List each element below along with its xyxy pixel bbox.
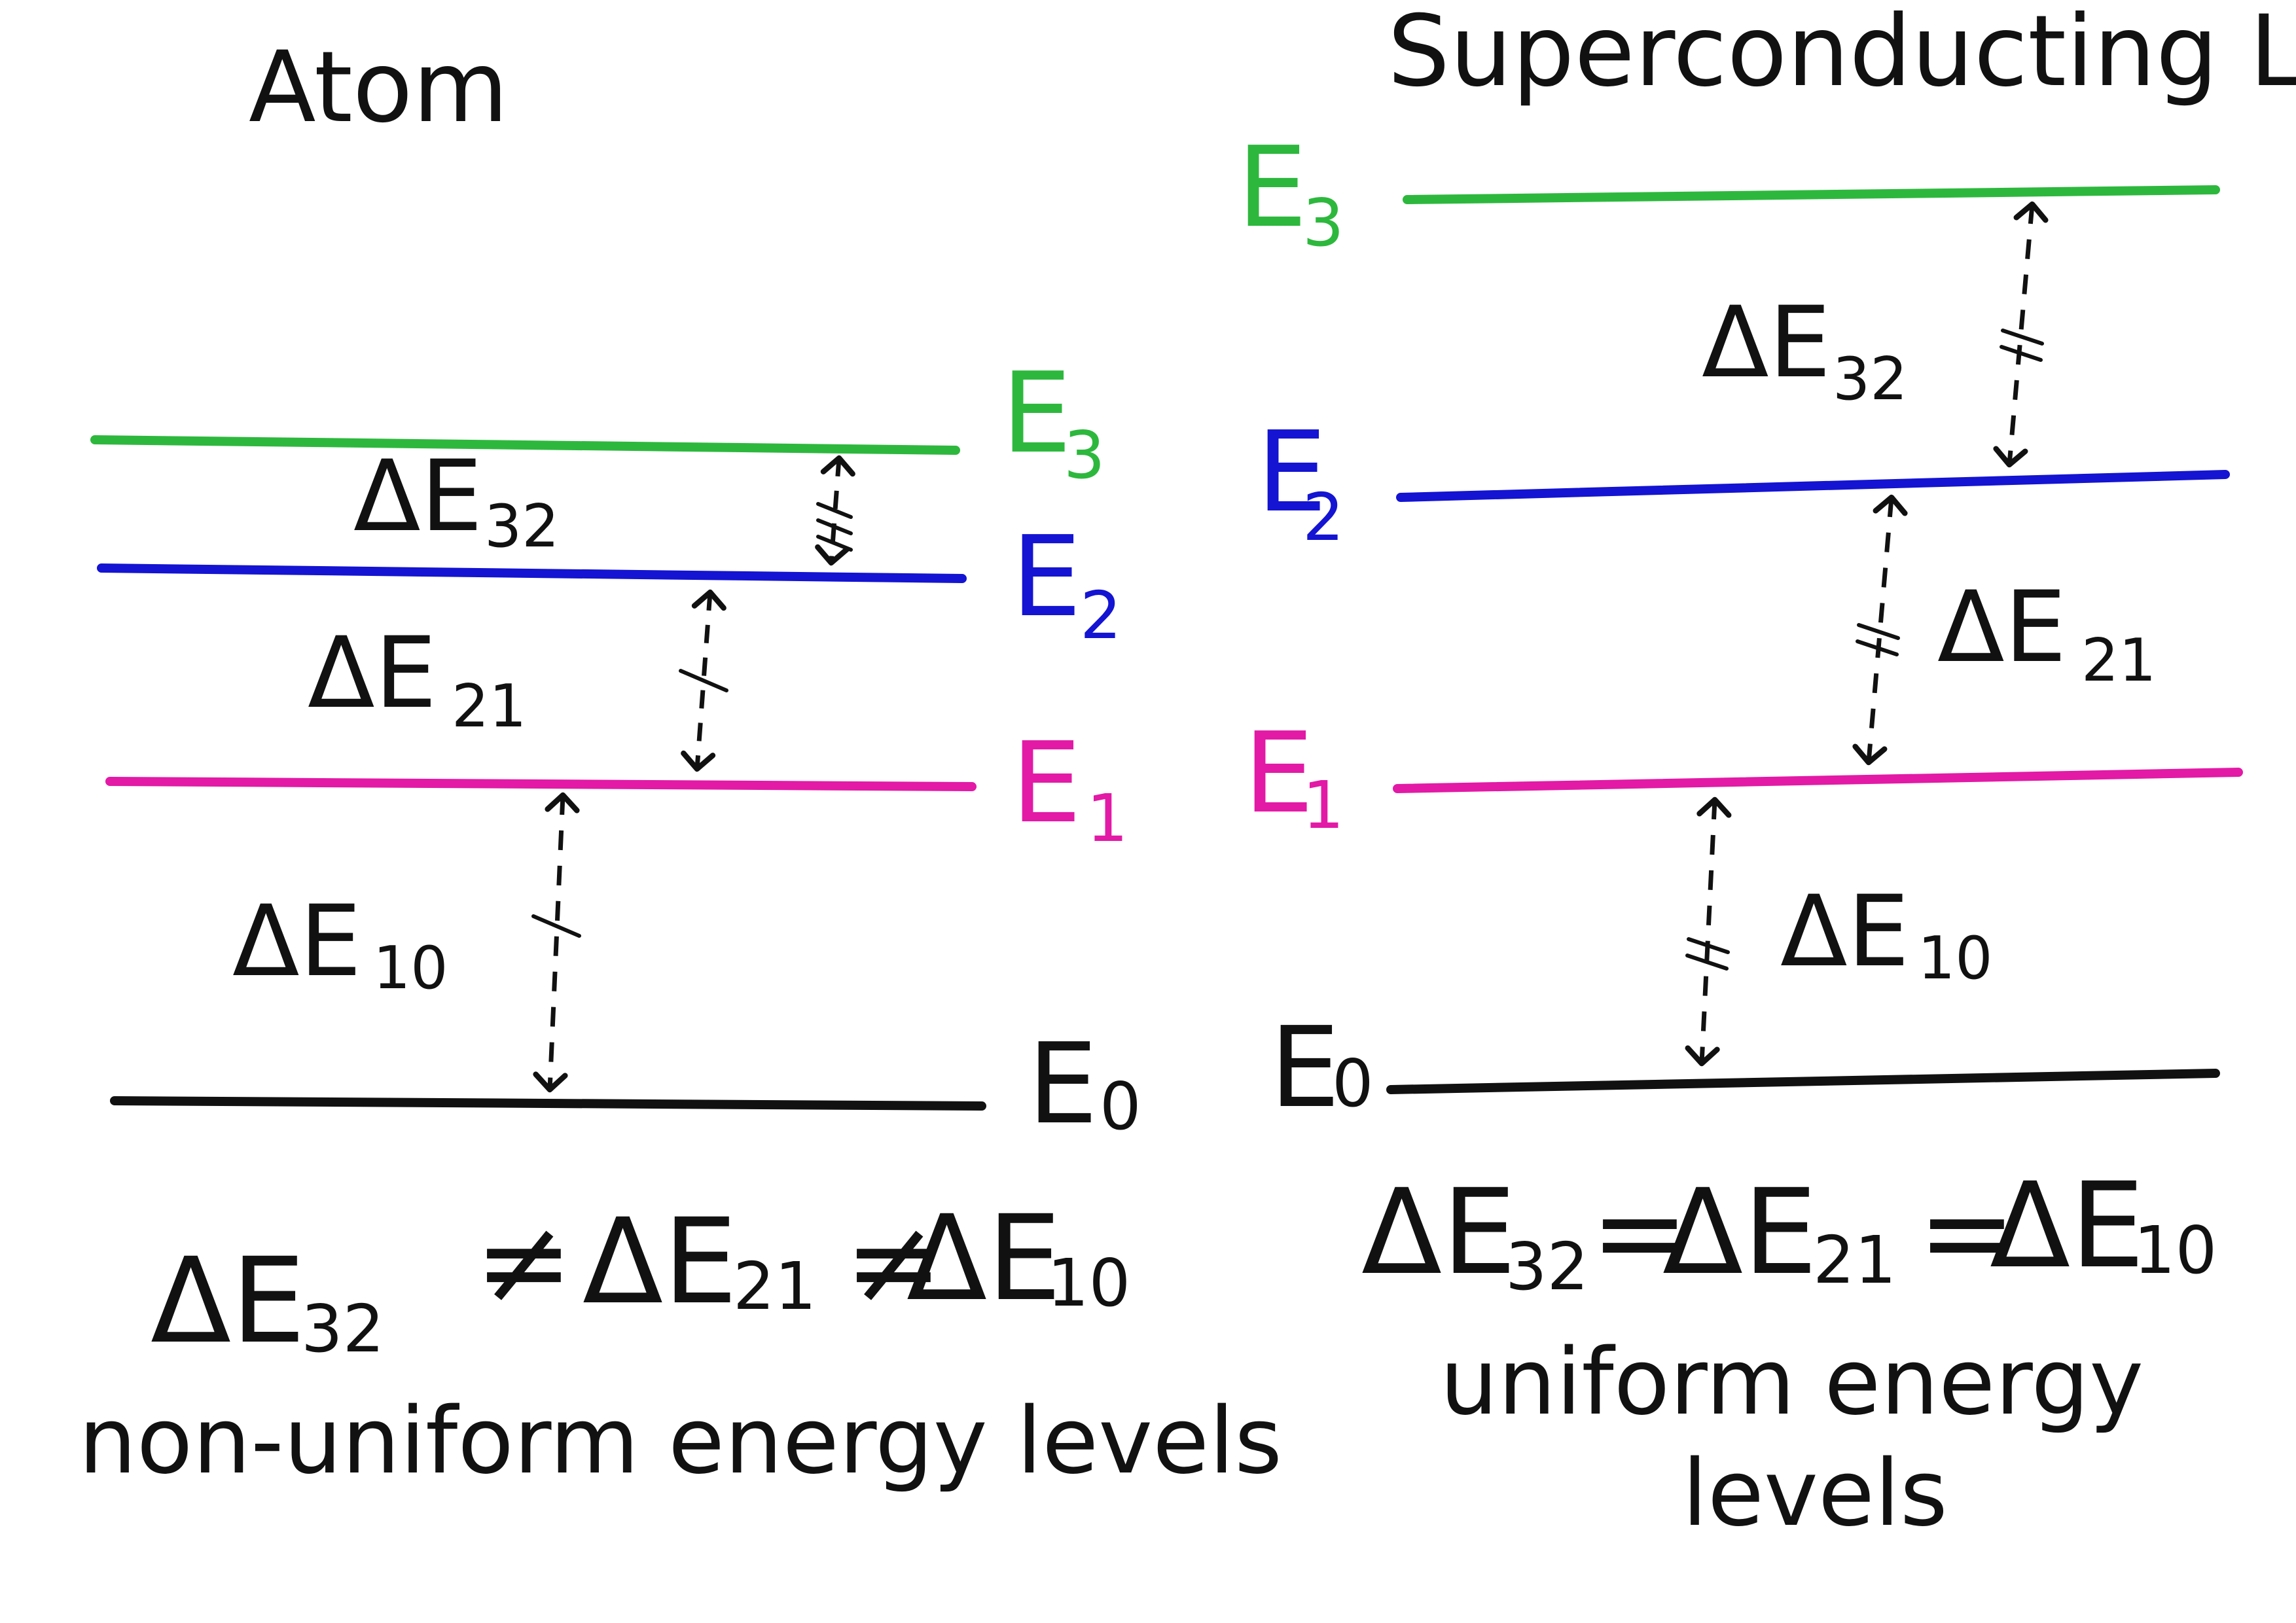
- svg-text:ΔE: ΔE: [1702, 286, 1831, 400]
- atom-panel: Atom E 3 E 2 E 1 E 0: [79, 31, 1282, 1495]
- svg-text:32: 32: [1505, 1228, 1588, 1305]
- svg-text:ΔE: ΔE: [906, 1190, 1062, 1327]
- svg-text:ΔE: ΔE: [353, 440, 482, 554]
- atom-gap-10-ticks: [531, 914, 581, 938]
- svg-text:E: E: [1001, 349, 1071, 478]
- lc-gap-10-arrow: [1685, 796, 1732, 1067]
- lc-gap-32-label: ΔE 32: [1702, 286, 1908, 414]
- lc-relation: ΔE 32 = ΔE 21 = ΔE 10: [1361, 1158, 2217, 1305]
- svg-text:=: =: [1590, 1164, 1689, 1301]
- svg-text:ΔE: ΔE: [1361, 1164, 1516, 1301]
- lc-panel: Superconducting LC E 3 E 2 E 1 E 0: [1237, 0, 2296, 1547]
- svg-text:E: E: [1011, 512, 1081, 642]
- svg-text:E: E: [1244, 709, 1314, 838]
- atom-gap-10-label: ΔE 10: [232, 885, 448, 1003]
- lc-gap-21-label: ΔE 21: [1937, 571, 2157, 695]
- svg-text:2: 2: [1302, 479, 1344, 556]
- svg-text:21: 21: [2081, 626, 2157, 695]
- atom-gap-21-ticks: [679, 669, 728, 692]
- atom-level-e2-line: [97, 563, 967, 583]
- lc-gap-10-ticks: [1685, 937, 1730, 971]
- svg-text:E: E: [1028, 1020, 1098, 1149]
- svg-text:ΔE: ΔE: [151, 1233, 306, 1370]
- lc-gap-10-label: ΔE 10: [1780, 875, 1993, 993]
- atom-level-e2-label: E 2: [1011, 512, 1122, 654]
- svg-text:ΔE: ΔE: [308, 616, 437, 730]
- svg-text:1: 1: [1302, 767, 1344, 844]
- atom-gap-32-ticks: [816, 502, 853, 552]
- atom-level-e3-label: E 3: [1001, 349, 1105, 493]
- svg-text:E: E: [1237, 123, 1307, 253]
- svg-text:ΔE: ΔE: [232, 885, 361, 999]
- lc-level-e2-line: [1396, 470, 2230, 502]
- svg-text:0: 0: [1100, 1068, 1141, 1145]
- lc-gap-21-ticks: [1856, 623, 1900, 656]
- lc-level-e2-label: E 2: [1257, 408, 1344, 556]
- atom-caption: non-uniform energy levels: [79, 1388, 1282, 1495]
- svg-text:ΔE: ΔE: [1780, 875, 1909, 989]
- atom-level-e3-line: [90, 435, 960, 455]
- atom-level-e1-line: [105, 777, 977, 791]
- lc-level-e3-line: [1403, 185, 2220, 204]
- svg-text:E: E: [1011, 719, 1081, 848]
- atom-relation: ΔE 32 ≠ ΔE 21 ≠ ΔE 10: [151, 1190, 1130, 1370]
- atom-gap-32-arrow: [815, 455, 855, 566]
- svg-text:21: 21: [1813, 1222, 1896, 1298]
- lc-caption-line1: uniform energy: [1440, 1329, 2144, 1436]
- svg-text:10: 10: [2134, 1212, 2217, 1289]
- atom-gap-21-label: ΔE 21: [308, 616, 527, 741]
- atom-gap-32-label: ΔE 32: [353, 440, 560, 561]
- svg-text:0: 0: [1332, 1045, 1374, 1122]
- svg-text:10: 10: [1918, 924, 1993, 993]
- svg-text:ΔE: ΔE: [1662, 1164, 1818, 1301]
- svg-text:2: 2: [1080, 577, 1122, 654]
- svg-text:≠: ≠: [844, 1194, 943, 1330]
- lc-gap-32-ticks: [2000, 329, 2044, 362]
- svg-text:32: 32: [301, 1291, 384, 1367]
- atom-gap-21-arrow: [681, 589, 726, 772]
- svg-text:=: =: [1918, 1164, 2017, 1301]
- svg-text:21: 21: [452, 672, 527, 741]
- lc-gap-32-arrow: [1993, 201, 2049, 468]
- svg-text:32: 32: [484, 492, 560, 561]
- svg-text:ΔE: ΔE: [583, 1194, 738, 1330]
- lc-gap-21-arrow: [1852, 494, 1908, 766]
- lc-title: Superconducting LC: [1388, 0, 2296, 109]
- svg-text:E: E: [1257, 408, 1327, 537]
- svg-text:ΔE: ΔE: [1937, 571, 2066, 685]
- svg-text:≠: ≠: [475, 1194, 573, 1330]
- atom-level-e0-label: E 0: [1028, 1020, 1141, 1149]
- lc-level-e0-label: E 0: [1270, 1003, 1374, 1133]
- atom-level-e1-label: E 1: [1011, 719, 1128, 857]
- svg-text:1: 1: [1086, 780, 1128, 857]
- atom-level-e0-line: [110, 1096, 986, 1111]
- svg-text:E: E: [1270, 1003, 1340, 1133]
- svg-text:32: 32: [1833, 345, 1908, 414]
- lc-level-e1-label: E 1: [1244, 709, 1344, 844]
- lc-level-e3-label: E 3: [1237, 123, 1344, 261]
- svg-text:10: 10: [373, 934, 448, 1003]
- atom-gap-10-arrow: [533, 792, 580, 1093]
- lc-caption-line2: levels: [1682, 1440, 1948, 1547]
- svg-text:ΔE: ΔE: [1990, 1158, 2145, 1294]
- svg-text:10: 10: [1047, 1245, 1130, 1321]
- svg-text:3: 3: [1302, 185, 1344, 261]
- lc-level-e1-line: [1393, 768, 2243, 793]
- atom-title: Atom: [249, 31, 509, 145]
- lc-level-e0-line: [1386, 1069, 2220, 1094]
- svg-text:3: 3: [1064, 417, 1105, 493]
- svg-text:21: 21: [733, 1248, 816, 1325]
